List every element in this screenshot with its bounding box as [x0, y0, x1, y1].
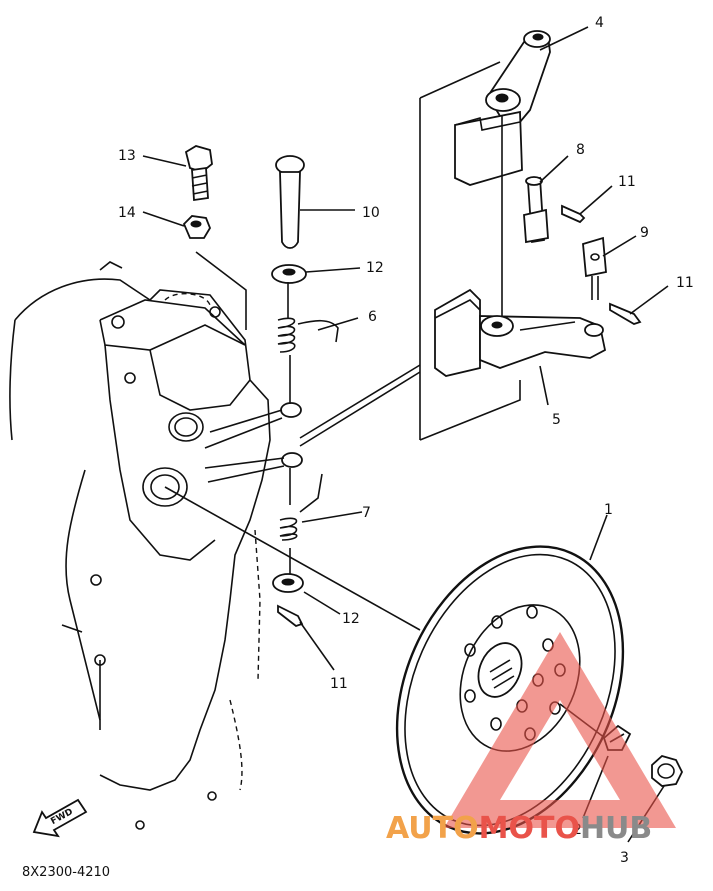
- watermark-logo: AUTOMOTOHUB: [386, 632, 676, 846]
- callouts: 1 2 3 4 5 6 7 8 9 10 11 11 11 12 12 13 1…: [118, 15, 694, 866]
- washer-12-upper: [271, 264, 307, 284]
- callout-6: 6: [368, 309, 377, 325]
- callout-11b: 11: [676, 275, 694, 291]
- spring-7: [279, 473, 323, 541]
- watermark-moto: MOTO: [479, 811, 580, 846]
- lever-bracket: [204, 364, 421, 483]
- callout-9: 9: [640, 225, 649, 241]
- callout-4: 4: [595, 15, 604, 31]
- callout-13: 13: [118, 148, 136, 164]
- callout-11c: 11: [330, 676, 348, 692]
- callout-11a: 11: [618, 174, 636, 190]
- callout-12a: 12: [366, 260, 384, 276]
- nut-14: [182, 215, 212, 239]
- pin-9: [582, 236, 607, 300]
- watermark-triangle-icon: [444, 632, 676, 828]
- spring-6: [277, 317, 339, 353]
- cotter-pin-1: [561, 204, 586, 224]
- diagram-code: 8X2300-4210: [22, 865, 110, 880]
- caliper-arm-upper: [454, 30, 551, 186]
- callout-2: 2: [573, 822, 582, 838]
- watermark-hub: HUB: [580, 811, 652, 846]
- engine-case: [9, 261, 271, 830]
- callout-7: 7: [362, 505, 371, 521]
- pin-8: [523, 176, 549, 244]
- pin-10: [275, 155, 305, 249]
- callout-10: 10: [362, 205, 380, 221]
- callout-5: 5: [552, 412, 561, 428]
- callout-8: 8: [576, 142, 585, 158]
- callout-14: 14: [118, 205, 136, 221]
- cotter-pin-2: [609, 302, 642, 325]
- cotter-pin-3: [277, 604, 304, 628]
- reference-lines: [164, 61, 606, 739]
- caliper-arm-lower: [434, 288, 607, 377]
- watermark-auto: AUTO: [386, 811, 479, 846]
- bolt-13: [184, 145, 213, 202]
- callout-12b: 12: [342, 611, 360, 627]
- washer-12-lower: [272, 573, 304, 593]
- callout-3: 3: [620, 850, 629, 866]
- svg-text:AUTOMOTOHUB: AUTOMOTOHUB: [386, 811, 652, 846]
- fwd-arrow-icon: FWD: [32, 798, 88, 838]
- hex-nut: [651, 754, 684, 787]
- callout-1: 1: [604, 502, 613, 518]
